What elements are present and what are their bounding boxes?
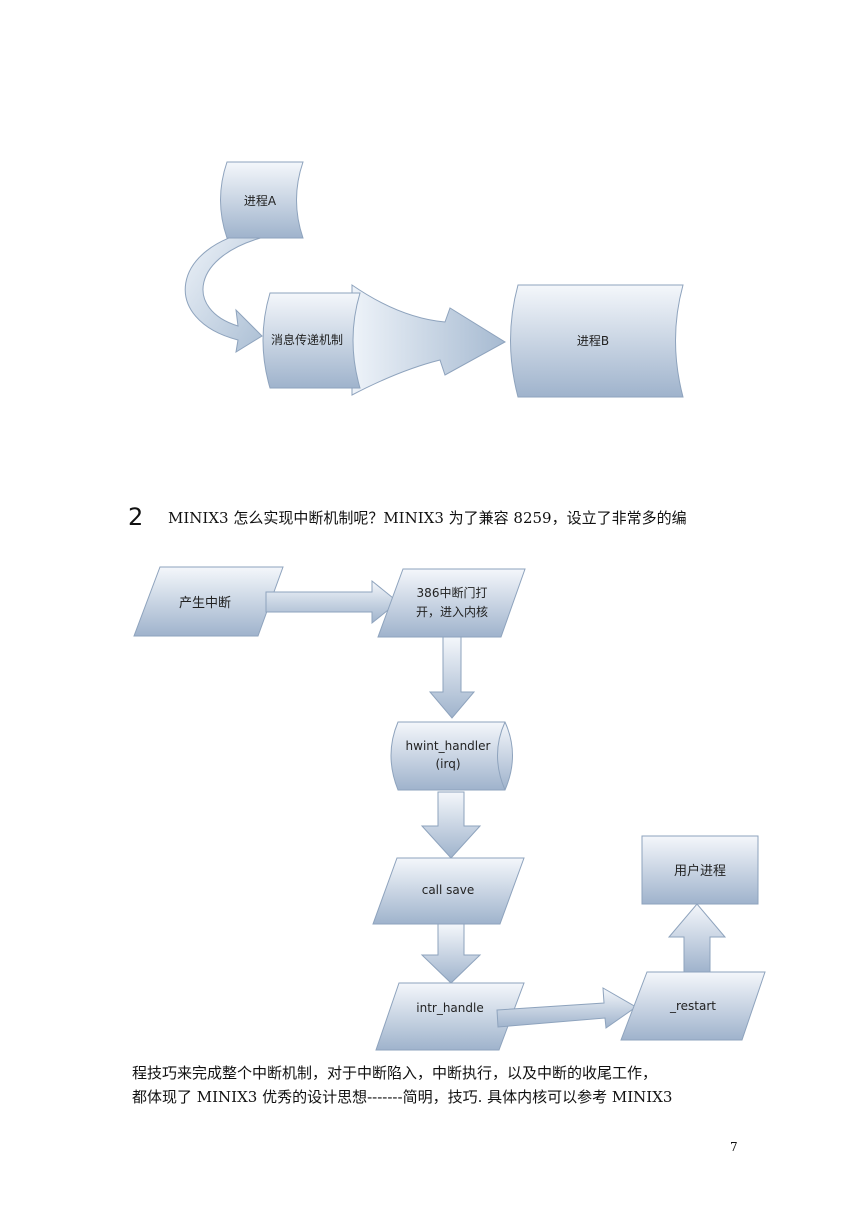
- arrow-to-intr-handle: [420, 923, 482, 984]
- intr-handle-shape: [375, 982, 525, 1051]
- diagram-2: 产生中断 386中断门打 开，进入内核 hwint_handler (irq) …: [133, 566, 766, 1051]
- page-number: 7: [730, 1140, 738, 1154]
- hwint-shape: [390, 721, 513, 791]
- hwint-label-line2: (irq): [435, 757, 460, 771]
- process-b-label: 进程B: [577, 333, 609, 348]
- call-save-label: call save: [422, 883, 475, 897]
- hwint-label-line1: hwint_handler: [406, 739, 491, 753]
- process-a-shape: [220, 161, 304, 239]
- arrow-to-hwint: [428, 636, 476, 719]
- process-a-label: 进程A: [244, 193, 277, 208]
- user-process-shape: [641, 835, 759, 905]
- restart-shape: [620, 971, 766, 1041]
- restart-label: _restart: [669, 999, 716, 1013]
- gate-label-line1: 386中断门打: [417, 585, 488, 600]
- arrow-to-user-process: [667, 903, 727, 973]
- arrow-to-restart: [496, 987, 637, 1029]
- generate-interrupt-label: 产生中断: [179, 596, 231, 611]
- diagram-1: 进程A 消息传递机制 进程B: [184, 161, 684, 398]
- message-mechanism-label: 消息传递机制: [271, 332, 343, 347]
- generate-interrupt-shape: [133, 566, 284, 637]
- section-number: 2: [128, 503, 144, 531]
- gate-label-line2: 开，进入内核: [416, 605, 488, 619]
- process-b-shape: [510, 284, 684, 398]
- paragraph-line-1: 程技巧来完成整个中断机制，对于中断陷入，中断执行，以及中断的收尾工作，: [132, 1064, 658, 1082]
- message-mechanism-shape: [262, 292, 361, 389]
- hwint-edge: [497, 721, 506, 791]
- paragraph-line-2: 都体现了 MINIX3 优秀的设计思想-------简明，技巧. 具体内核可以参…: [132, 1088, 673, 1106]
- big-right-arrow: [351, 284, 506, 396]
- intr-handle-label: intr_handle: [416, 1001, 483, 1015]
- curved-arrow: [184, 229, 270, 354]
- arrow-to-gate: [265, 579, 399, 625]
- arrow-to-call-save: [420, 791, 482, 859]
- call-save-shape: [372, 857, 525, 925]
- section-text: MINIX3 怎么实现中断机制呢？MINIX3 为了兼容 8259，设立了非常多…: [168, 509, 687, 527]
- gate-shape: [377, 568, 526, 638]
- user-process-label: 用户进程: [674, 863, 726, 879]
